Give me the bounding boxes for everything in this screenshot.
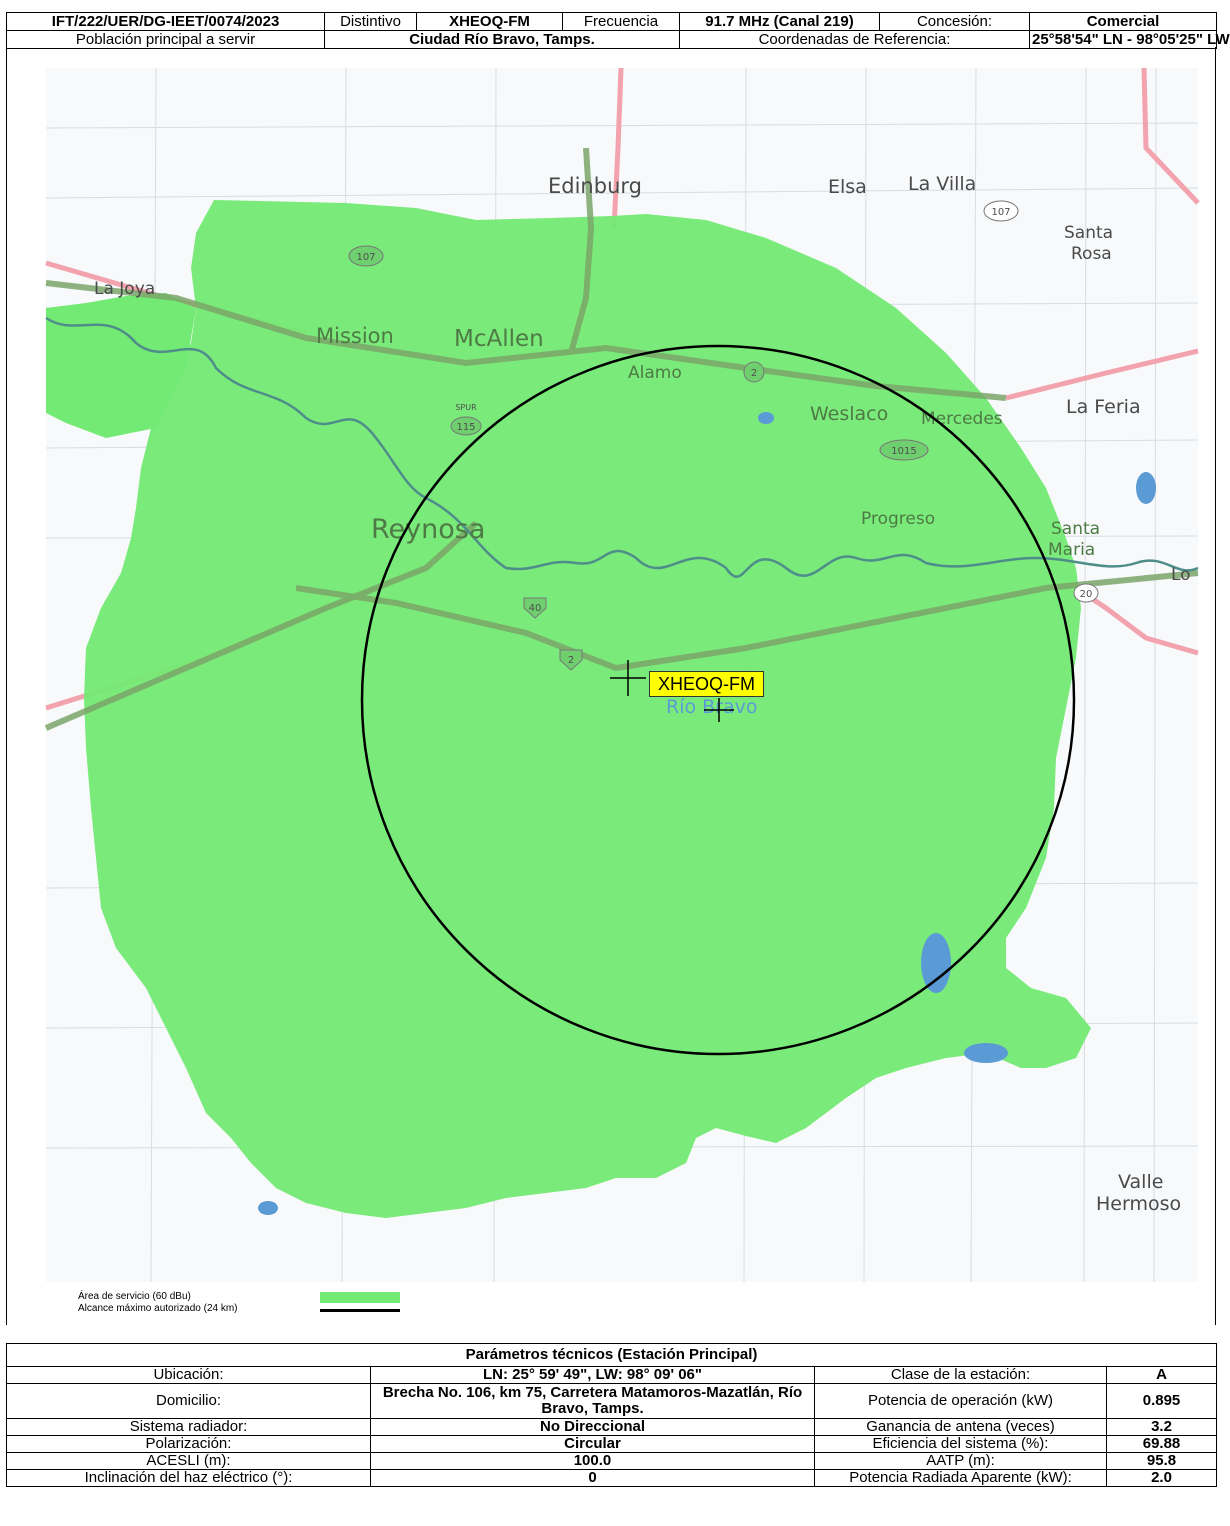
expediente: IFT/222/UER/DG-IEET/0074/2023 (6, 12, 325, 31)
service-area-polygon (84, 200, 1091, 1218)
label-edinburg: Edinburg (548, 174, 642, 198)
param-value: Brecha No. 106, km 75, Carretera Matamor… (370, 1383, 815, 1419)
distintivo-label: Distintivo (324, 12, 417, 31)
service-area-west (46, 293, 196, 438)
shield-1015: 1015 (891, 446, 916, 457)
station-label: XHEOQ-FM (649, 671, 764, 697)
shield-40: 40 (529, 603, 542, 614)
params-title: Parámetros técnicos (Estación Principal) (5, 1343, 1218, 1367)
label-hermoso: Hermoso (1096, 1193, 1181, 1215)
frecuencia-label: Frecuencia (562, 12, 680, 31)
page-frame (6, 47, 1216, 1325)
concesion-label: Concesión: (879, 12, 1030, 31)
label-mission: Mission (316, 324, 394, 348)
label-elsa: Elsa (828, 176, 867, 198)
shield-107-west: 107 (356, 252, 375, 263)
param-value: 100.0 (370, 1452, 815, 1470)
param-value: 2.0 (1105, 1469, 1218, 1487)
water-bodies (258, 412, 1156, 1215)
param-value: 0.895 (1105, 1383, 1218, 1419)
coordenadas-value: 25°58'54" LN - 98°05'25" LW (1029, 30, 1230, 49)
param-label: AATP (m): (814, 1452, 1107, 1470)
label-la-villa: La Villa (908, 173, 976, 195)
label-mcallen: McAllen (454, 326, 544, 352)
legend-max-reach: Alcance máximo autorizado (24 km) (78, 1303, 400, 1315)
coverage-map[interactable]: Edinburg Elsa La Villa Santa Rosa La Joy… (44, 67, 1200, 1283)
label-reynosa: Reynosa (371, 514, 485, 545)
label-la-joya: La Joya (94, 279, 155, 299)
shield-20: 20 (1080, 589, 1093, 600)
frecuencia-value: 91.7 MHz (Canal 219) (679, 12, 880, 31)
param-value: LN: 25° 59' 49", LW: 98° 09' 06" (370, 1366, 815, 1384)
param-value: 3.2 (1105, 1418, 1218, 1436)
rio-grande-river (45, 316, 1199, 578)
param-label: Domicilio: (6, 1383, 371, 1419)
param-label: Potencia de operación (kW) (814, 1383, 1107, 1419)
param-value: 95.8 (1105, 1452, 1218, 1470)
label-santa-maria-1: Santa (1051, 519, 1100, 539)
primary-roads (44, 147, 1199, 731)
param-value: Circular (370, 1435, 815, 1453)
param-label: Ubicación: (6, 1366, 371, 1384)
poblacion-label: Población principal a servir (6, 30, 325, 49)
label-lo: Lo (1171, 565, 1191, 585)
station-marker (610, 660, 734, 722)
param-label: ACESLI (m): (6, 1452, 371, 1470)
param-label: Polarización: (6, 1435, 371, 1453)
legend-max-reach-label: Alcance máximo autorizado (24 km) (78, 1303, 238, 1314)
shield-115: 115 (456, 422, 475, 433)
param-label: Inclinación del haz eléctrico (°): (6, 1469, 371, 1487)
shield-2-north: 2 (751, 368, 757, 379)
place-labels: Edinburg Elsa La Villa Santa Rosa La Joy… (94, 173, 1191, 1215)
shield-spur: SPUR (455, 403, 477, 412)
legend-black-line (320, 1309, 400, 1312)
map-svg: Edinburg Elsa La Villa Santa Rosa La Joy… (44, 67, 1200, 1283)
shield-2: 2 (568, 655, 574, 666)
road-shields: 107 107 SPUR 115 1015 40 2 20 2 (348, 200, 1099, 671)
legend-service-area: Área de servicio (60 dBu) (78, 1291, 400, 1303)
param-value: 0 (370, 1469, 815, 1487)
label-santa-maria-2: Maria (1048, 540, 1095, 560)
concesion-value: Comercial (1029, 12, 1217, 31)
legend-green-swatch (320, 1292, 400, 1303)
legend-service-area-label: Área de servicio (60 dBu) (78, 1291, 191, 1302)
param-value: No Direccional (370, 1418, 815, 1436)
max-reach-circle (360, 344, 1076, 1056)
label-rio-bravo: Río Bravo (666, 696, 758, 718)
poblacion-value: Ciudad Río Bravo, Tamps. (324, 30, 680, 49)
label-valle: Valle (1118, 1171, 1163, 1193)
technical-parameters-table: Parámetros técnicos (Estación Principal)… (5, 1343, 1218, 1487)
param-value: 69.88 (1105, 1435, 1218, 1453)
param-label: Ganancia de antena (veces) (814, 1418, 1107, 1436)
header-table: IFT/222/UER/DG-IEET/0074/2023 Distintivo… (6, 12, 1230, 49)
label-santa-rosa-2: Rosa (1071, 244, 1112, 264)
label-la-feria: La Feria (1066, 396, 1141, 418)
param-label: Eficiencia del sistema (%): (814, 1435, 1107, 1453)
param-label: Potencia Radiada Aparente (kW): (814, 1469, 1107, 1487)
distintivo-value: XHEOQ-FM (416, 12, 563, 31)
label-progreso: Progreso (861, 509, 935, 529)
param-label: Clase de la estación: (814, 1366, 1107, 1384)
label-alamo: Alamo (628, 363, 682, 383)
param-label: Sistema radiador: (6, 1418, 371, 1436)
shield-107-east: 107 (991, 207, 1010, 218)
label-weslaco: Weslaco (810, 403, 888, 425)
label-santa-rosa-1: Santa (1064, 223, 1113, 243)
map-legend: Área de servicio (60 dBu) Alcance máximo… (78, 1291, 400, 1315)
coordenadas-label: Coordenadas de Referencia: (679, 30, 1030, 49)
param-value: A (1105, 1366, 1218, 1384)
